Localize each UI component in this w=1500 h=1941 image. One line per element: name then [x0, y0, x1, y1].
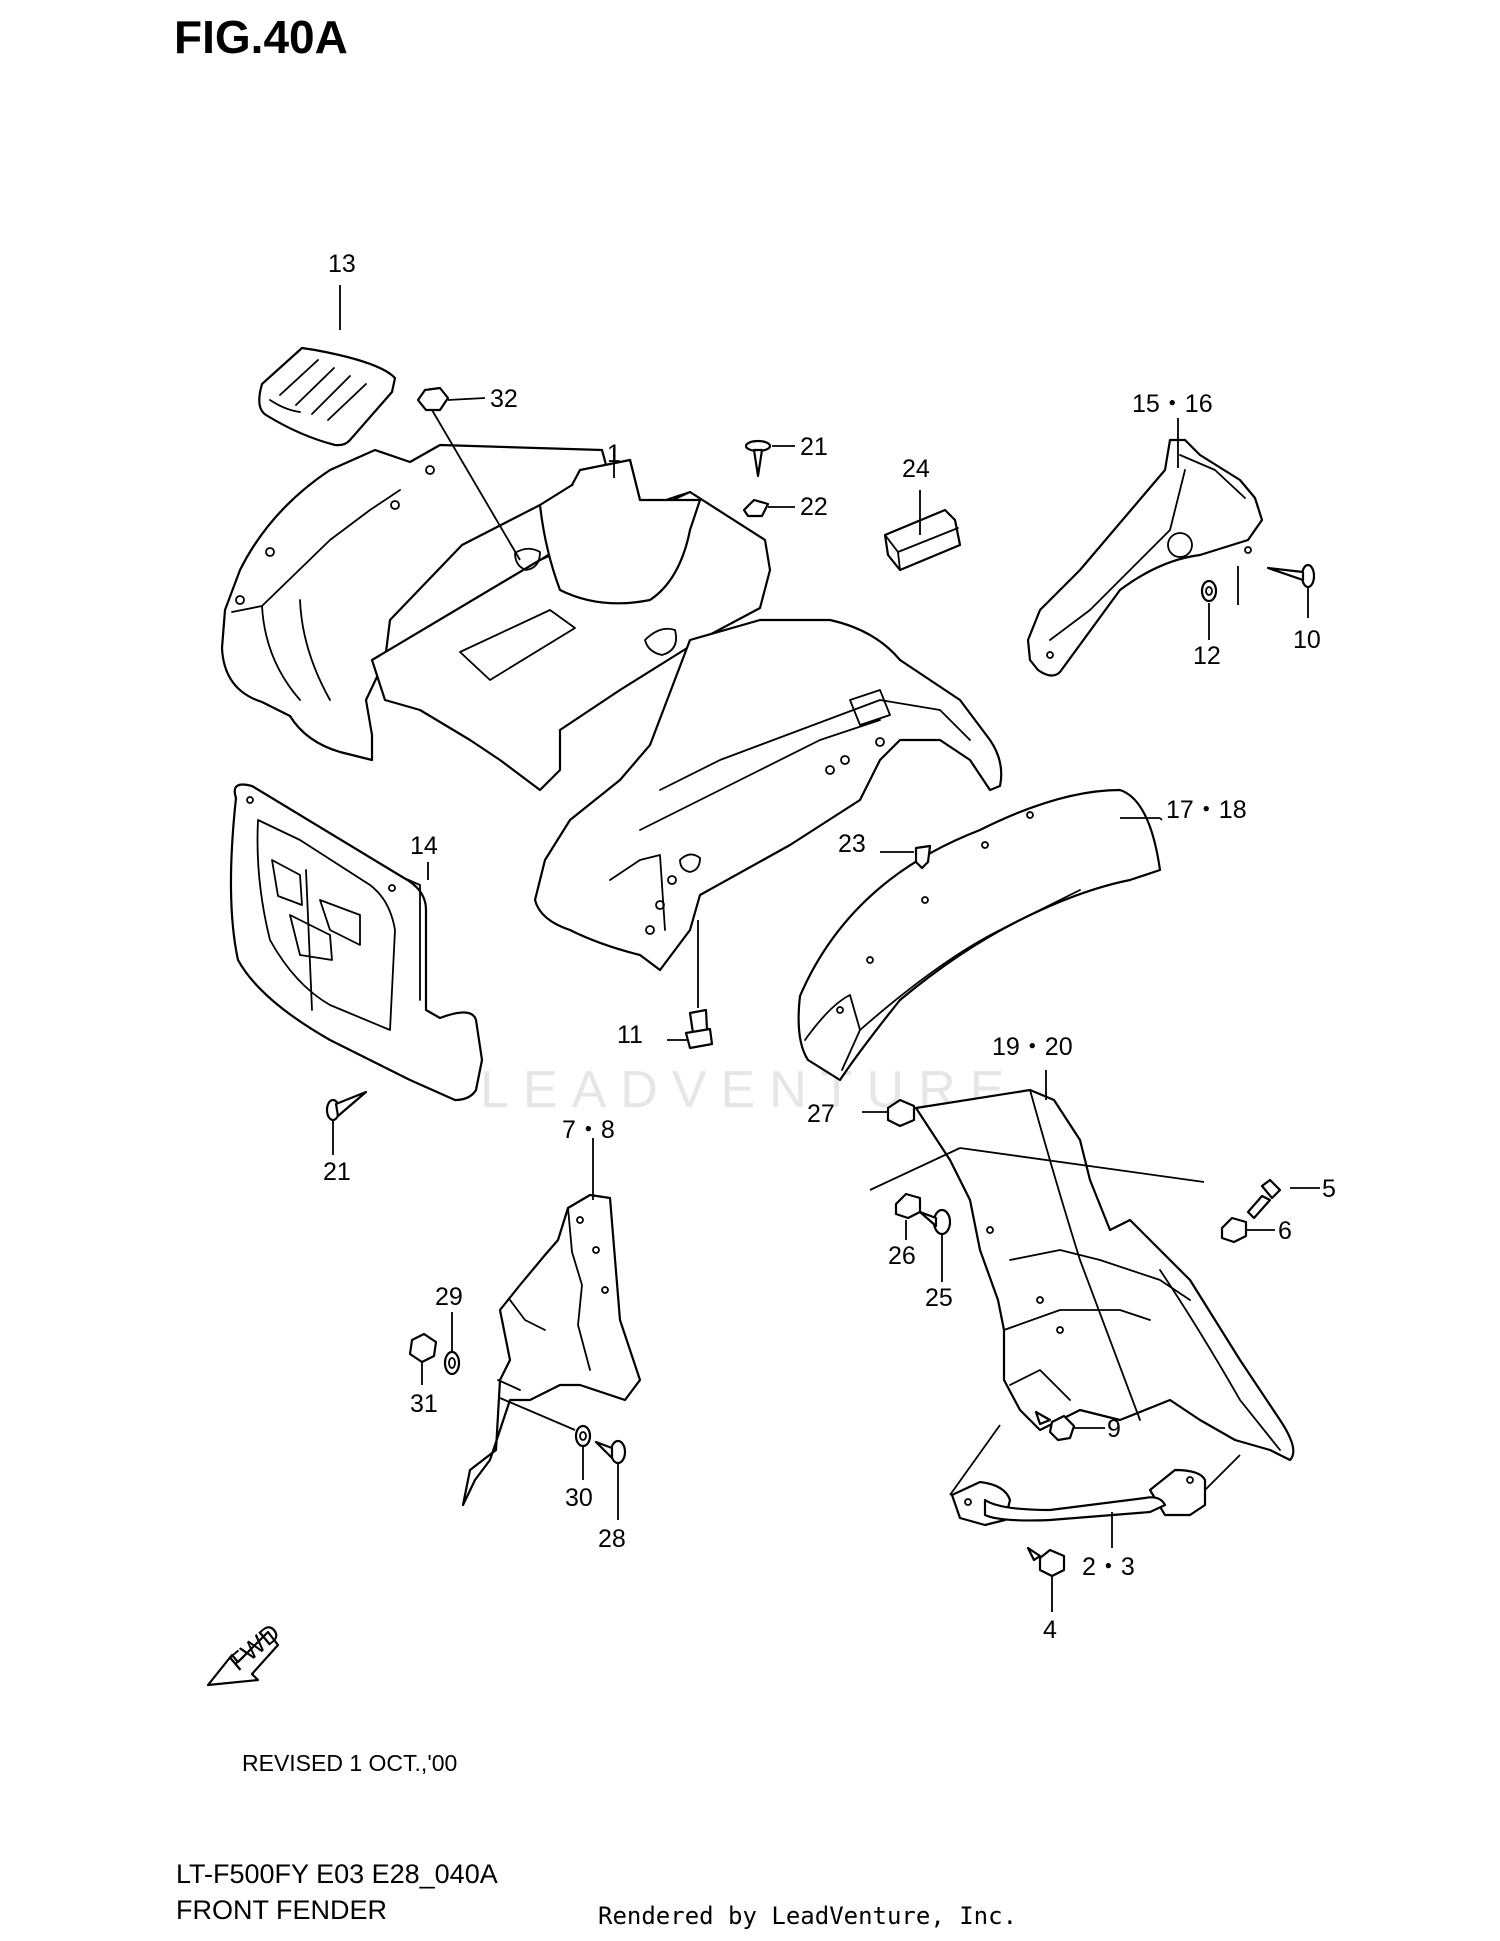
- callout-14: 14: [410, 832, 438, 860]
- callout-7-8: 7・8: [562, 1116, 615, 1144]
- callout-17-18: 17・18: [1166, 796, 1247, 824]
- callout-27: 27: [807, 1100, 835, 1128]
- fastener-5[interactable]: [1246, 1178, 1282, 1220]
- callout-13: 13: [328, 250, 356, 278]
- part-24-block[interactable]: [883, 508, 962, 572]
- part-17-fender-flap[interactable]: [797, 788, 1162, 1082]
- fastener-23[interactable]: [914, 844, 932, 870]
- callout-9: 9: [1107, 1415, 1121, 1443]
- leader-lines: [332, 285, 1320, 1612]
- callout-2-3: 2・3: [1082, 1553, 1135, 1581]
- diagram-caption: FRONT FENDER: [176, 1895, 388, 1925]
- fastener-30[interactable]: [574, 1424, 592, 1448]
- callout-19-20: 19・20: [992, 1033, 1073, 1061]
- callout-12: 12: [1193, 642, 1221, 670]
- part-13-pad[interactable]: [258, 346, 397, 447]
- part-1-fender[interactable]: [220, 443, 1003, 972]
- callout-22: 22: [800, 493, 828, 521]
- part-19-mud-guard[interactable]: [914, 1088, 1295, 1462]
- rendered-by-credit: Rendered by LeadVenture, Inc.: [598, 1902, 1018, 1930]
- callout-10: 10: [1293, 626, 1321, 654]
- part-7-shield[interactable]: [461, 1193, 642, 1507]
- part-15-bracket[interactable]: [1026, 438, 1264, 677]
- callout-1: 1: [607, 440, 621, 468]
- fastener-22[interactable]: [742, 498, 770, 518]
- callout-15-16: 15・16: [1132, 390, 1213, 418]
- callout-5: 5: [1322, 1175, 1336, 1203]
- fastener-32[interactable]: [416, 386, 450, 412]
- fastener-11[interactable]: [684, 1008, 714, 1050]
- figure-title: FIG.40A: [174, 11, 348, 63]
- fastener-10[interactable]: [1266, 563, 1316, 589]
- fwd-arrow-icon: FWD: [206, 1619, 285, 1687]
- fastener-9[interactable]: [1034, 1410, 1076, 1442]
- part-2-brace[interactable]: [950, 1468, 1207, 1527]
- fastener-4[interactable]: [1026, 1546, 1066, 1578]
- callout-21-bottom: 21: [323, 1158, 351, 1186]
- callout-4: 4: [1043, 1616, 1057, 1644]
- fastener-12[interactable]: [1200, 579, 1218, 603]
- revision-note: REVISED 1 OCT.,'00: [242, 1750, 458, 1776]
- callout-24: 24: [902, 455, 930, 483]
- callout-21-top: 21: [800, 433, 828, 461]
- callout-6: 6: [1278, 1217, 1292, 1245]
- callout-11: 11: [617, 1021, 643, 1049]
- callout-26: 26: [888, 1242, 916, 1270]
- callout-23: 23: [838, 830, 866, 858]
- fastener-26[interactable]: [894, 1192, 922, 1220]
- fastener-29[interactable]: [443, 1350, 461, 1376]
- callout-30: 30: [565, 1484, 593, 1512]
- callout-32: 32: [490, 385, 518, 413]
- fastener-27[interactable]: [886, 1098, 916, 1128]
- callout-29: 29: [435, 1283, 463, 1311]
- callout-28: 28: [598, 1525, 626, 1553]
- callout-25: 25: [925, 1284, 953, 1312]
- fastener-21-bottom[interactable]: [325, 1090, 368, 1122]
- fastener-25[interactable]: [918, 1208, 952, 1236]
- model-code: LT-F500FY E03 E28_040A: [176, 1859, 498, 1889]
- fastener-21-top[interactable]: [744, 439, 772, 478]
- part-14-grille[interactable]: [229, 783, 484, 1102]
- fastener-31[interactable]: [408, 1332, 438, 1364]
- callout-31: 31: [410, 1390, 438, 1418]
- fastener-28[interactable]: [594, 1439, 627, 1465]
- fastener-6[interactable]: [1220, 1216, 1248, 1244]
